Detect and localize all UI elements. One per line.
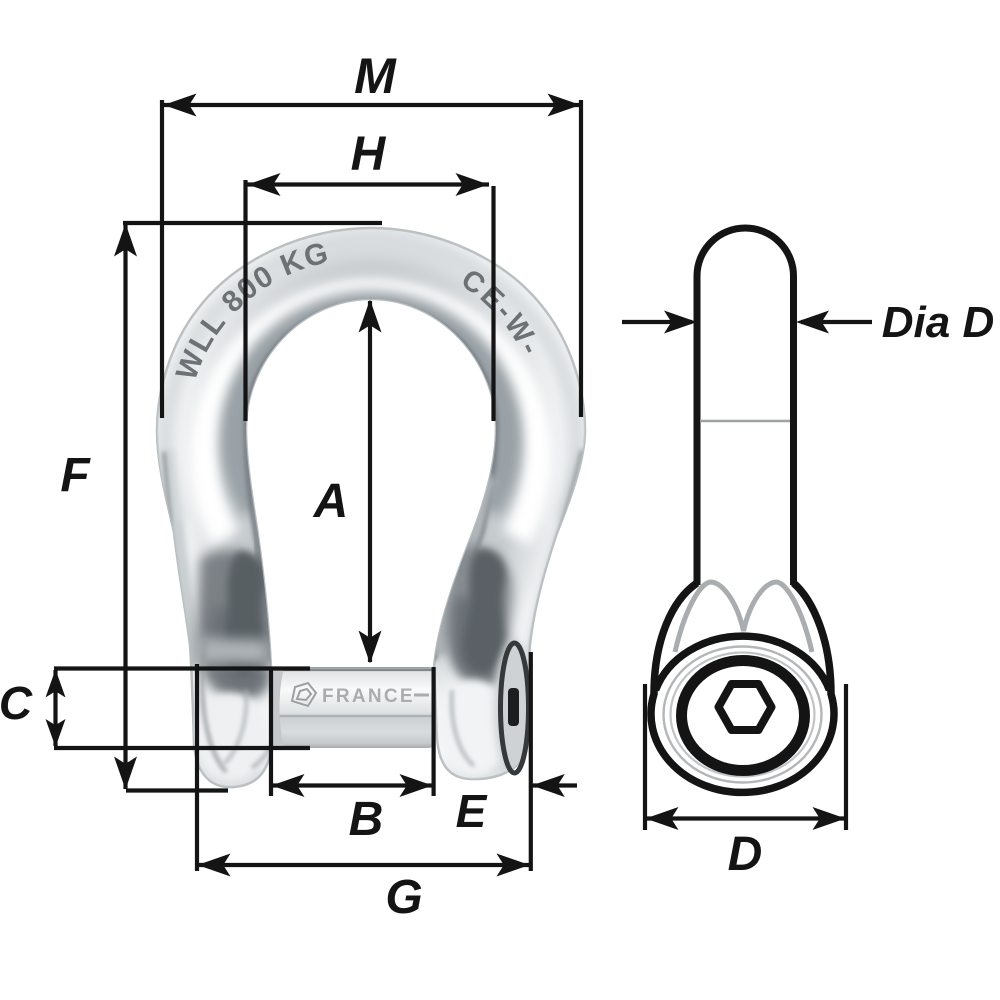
svg-text:M: M bbox=[354, 48, 397, 104]
svg-text:D: D bbox=[728, 828, 763, 881]
svg-text:FRANCE: FRANCE bbox=[322, 686, 414, 707]
svg-text:Dia D: Dia D bbox=[882, 298, 994, 347]
svg-text:E: E bbox=[456, 785, 488, 837]
svg-text:B: B bbox=[349, 793, 384, 846]
svg-text:H: H bbox=[351, 128, 387, 181]
svg-text:A: A bbox=[313, 475, 349, 528]
svg-text:C: C bbox=[0, 677, 33, 729]
svg-text:F: F bbox=[60, 449, 91, 502]
svg-text:G: G bbox=[385, 871, 422, 924]
